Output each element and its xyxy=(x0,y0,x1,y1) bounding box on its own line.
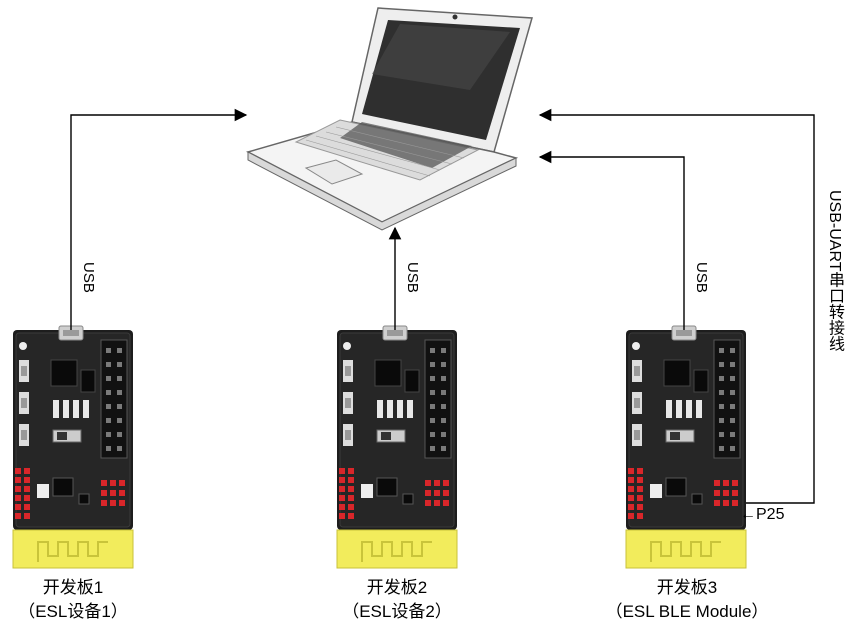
usb-link-1 xyxy=(70,108,248,330)
board-2-name: 开发板2 xyxy=(366,578,428,597)
board-3-caption: 开发板3 （ESL BLE Module） xyxy=(602,576,772,624)
uart-cable-label: USB-UART串口转接线 xyxy=(826,190,843,352)
laptop-icon xyxy=(245,7,533,231)
uart-link xyxy=(538,108,815,504)
usb-label-1: USB xyxy=(80,262,97,293)
pin-p25-label: ←P25 xyxy=(740,506,785,523)
dev-board-3-image xyxy=(625,325,747,569)
board-2-role: （ESL设备2） xyxy=(342,602,452,621)
board-3-role: （ESL BLE Module） xyxy=(605,602,769,621)
board-1-role: （ESL设备1） xyxy=(18,602,128,621)
dev-board-1-image xyxy=(12,325,134,569)
dev-board-2-image xyxy=(336,325,458,569)
usb-label-3: USB xyxy=(693,262,710,293)
board-2-caption: 开发板2 （ESL设备2） xyxy=(317,576,477,624)
usb-link-3 xyxy=(538,150,685,330)
board-3-name: 开发板3 xyxy=(656,578,718,597)
board-1-caption: 开发板1 （ESL设备1） xyxy=(0,576,153,624)
usb-label-2: USB xyxy=(404,262,421,293)
board-1-name: 开发板1 xyxy=(42,578,104,597)
